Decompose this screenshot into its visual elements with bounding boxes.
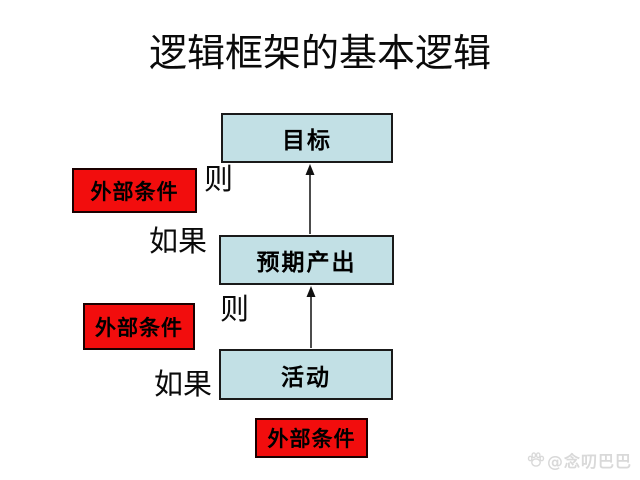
activity-box: 活动 [219, 349, 393, 400]
then-label-lower: 则 [220, 292, 250, 326]
goal-box: 目标 [221, 113, 393, 163]
arrow-activity-to-output [306, 286, 316, 348]
if-label-lower: 如果 [154, 367, 213, 401]
external-condition-box-bottom: 外部条件 [255, 418, 368, 458]
watermark: @念叨巴巴 [527, 448, 632, 472]
paw-icon [527, 452, 545, 468]
arrow-output-to-goal [305, 164, 315, 234]
watermark-text: @念叨巴巴 [546, 452, 632, 471]
then-label-upper: 则 [204, 162, 234, 196]
if-label-upper: 如果 [149, 224, 208, 258]
external-condition-box-middle: 外部条件 [83, 303, 195, 350]
expected-output-box: 预期产出 [219, 235, 394, 285]
slide-title: 逻辑框架的基本逻辑 [148, 31, 491, 75]
external-condition-box-top: 外部条件 [72, 168, 197, 213]
